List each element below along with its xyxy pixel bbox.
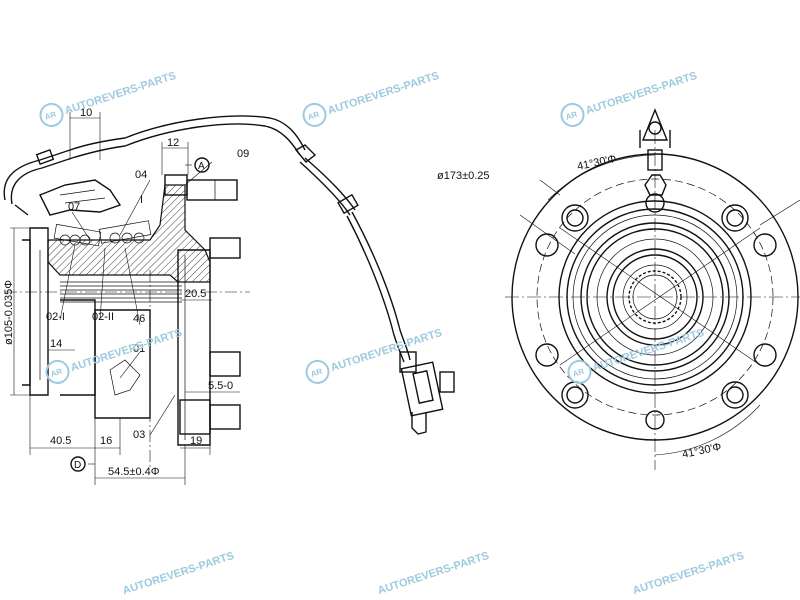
dim-20-5: 20.5: [185, 288, 206, 300]
dimension-lines-left: [10, 112, 240, 485]
svg-text:AUTOREVERS-PARTS: AUTOREVERS-PARTS: [121, 550, 235, 597]
svg-text:AUTOREVERS-PARTS: AUTOREVERS-PARTS: [63, 70, 177, 117]
svg-text:AUTOREVERS-PARTS: AUTOREVERS-PARTS: [69, 327, 183, 374]
dim-40-5: 40.5: [50, 435, 71, 447]
label-part-09: 09: [237, 148, 249, 160]
svg-text:AR: AR: [50, 367, 64, 379]
dim-12: 12: [167, 137, 179, 149]
svg-text:AUTOREVERS-PARTS: AUTOREVERS-PARTS: [591, 327, 705, 374]
watermark: AUTOREVERS-PARTS: [376, 550, 490, 597]
svg-text:AR: AR: [572, 367, 586, 379]
label-part-04: 04: [135, 169, 147, 181]
dim-19: 19: [190, 435, 202, 447]
watermark: AUTOREVERS-PARTS: [631, 550, 745, 597]
label-part-01: 01: [133, 343, 145, 355]
label-section-mark: I: [140, 194, 143, 206]
svg-text:AUTOREVERS-PARTS: AUTOREVERS-PARTS: [329, 327, 443, 374]
leader-lines: [59, 161, 213, 465]
watermark: AR AUTOREVERS-PARTS: [560, 70, 699, 127]
dim-54-5: 54.5±0.4Φ: [108, 466, 160, 478]
wheel-studs: [164, 174, 241, 435]
svg-text:AR: AR: [307, 110, 321, 122]
dim-10: 10: [80, 107, 92, 119]
top-sensor: [639, 108, 671, 196]
svg-text:AR: AR: [565, 110, 579, 122]
dim-16: 16: [100, 435, 112, 447]
spline-shaft: [60, 281, 182, 303]
watermark: AR AUTOREVERS-PARTS: [39, 70, 178, 127]
sensor-connector: [399, 351, 455, 435]
datum-a-symbol: [194, 157, 210, 173]
label-part-07: 07: [68, 201, 80, 213]
front-view: ø173±0.25 41°30'Φ 41°30'Φ: [437, 108, 800, 470]
watermark: AUTOREVERS-PARTS: [121, 550, 235, 597]
outer-flange: [511, 153, 799, 441]
dim-angle-top: 41°30'Φ: [576, 153, 618, 173]
svg-text:AUTOREVERS-PARTS: AUTOREVERS-PARTS: [631, 550, 745, 597]
watermark: AR AUTOREVERS-PARTS: [45, 327, 184, 384]
svg-text:AUTOREVERS-PARTS: AUTOREVERS-PARTS: [376, 550, 490, 597]
dim-173: ø173±0.25: [437, 170, 490, 182]
bolt-holes: [535, 193, 777, 430]
datum-d-label: D: [74, 460, 81, 471]
label-part-46: 46: [133, 313, 145, 325]
label-part-02-i: 02-I: [46, 311, 65, 323]
watermark: AR AUTOREVERS-PARTS: [305, 327, 444, 384]
svg-text:AR: AR: [310, 367, 324, 379]
spline-bore: [628, 270, 682, 324]
dim-105: ø105-0.035Φ: [3, 280, 15, 345]
label-part-03: 03: [133, 429, 145, 441]
sensor-cable: [124, 115, 455, 435]
dim-14: 14: [50, 338, 62, 350]
svg-text:AR: AR: [44, 110, 58, 122]
dim-5-5: 5.5-0: [208, 380, 233, 392]
label-part-02-ii: 02-II: [92, 311, 114, 323]
bolt-pitch-circle: [536, 178, 774, 416]
watermark: AR AUTOREVERS-PARTS: [302, 70, 441, 127]
datum-d-symbol: [70, 456, 86, 472]
svg-text:AUTOREVERS-PARTS: AUTOREVERS-PARTS: [326, 70, 440, 117]
section-view: 07 04 09 I 02-I 02-II 46 01 03 A D 10 12…: [3, 107, 250, 485]
dim-angle-bottom: 41°30'Φ: [681, 441, 723, 461]
svg-text:AUTOREVERS-PARTS: AUTOREVERS-PARTS: [584, 70, 698, 117]
datum-a-label: A: [198, 161, 205, 172]
